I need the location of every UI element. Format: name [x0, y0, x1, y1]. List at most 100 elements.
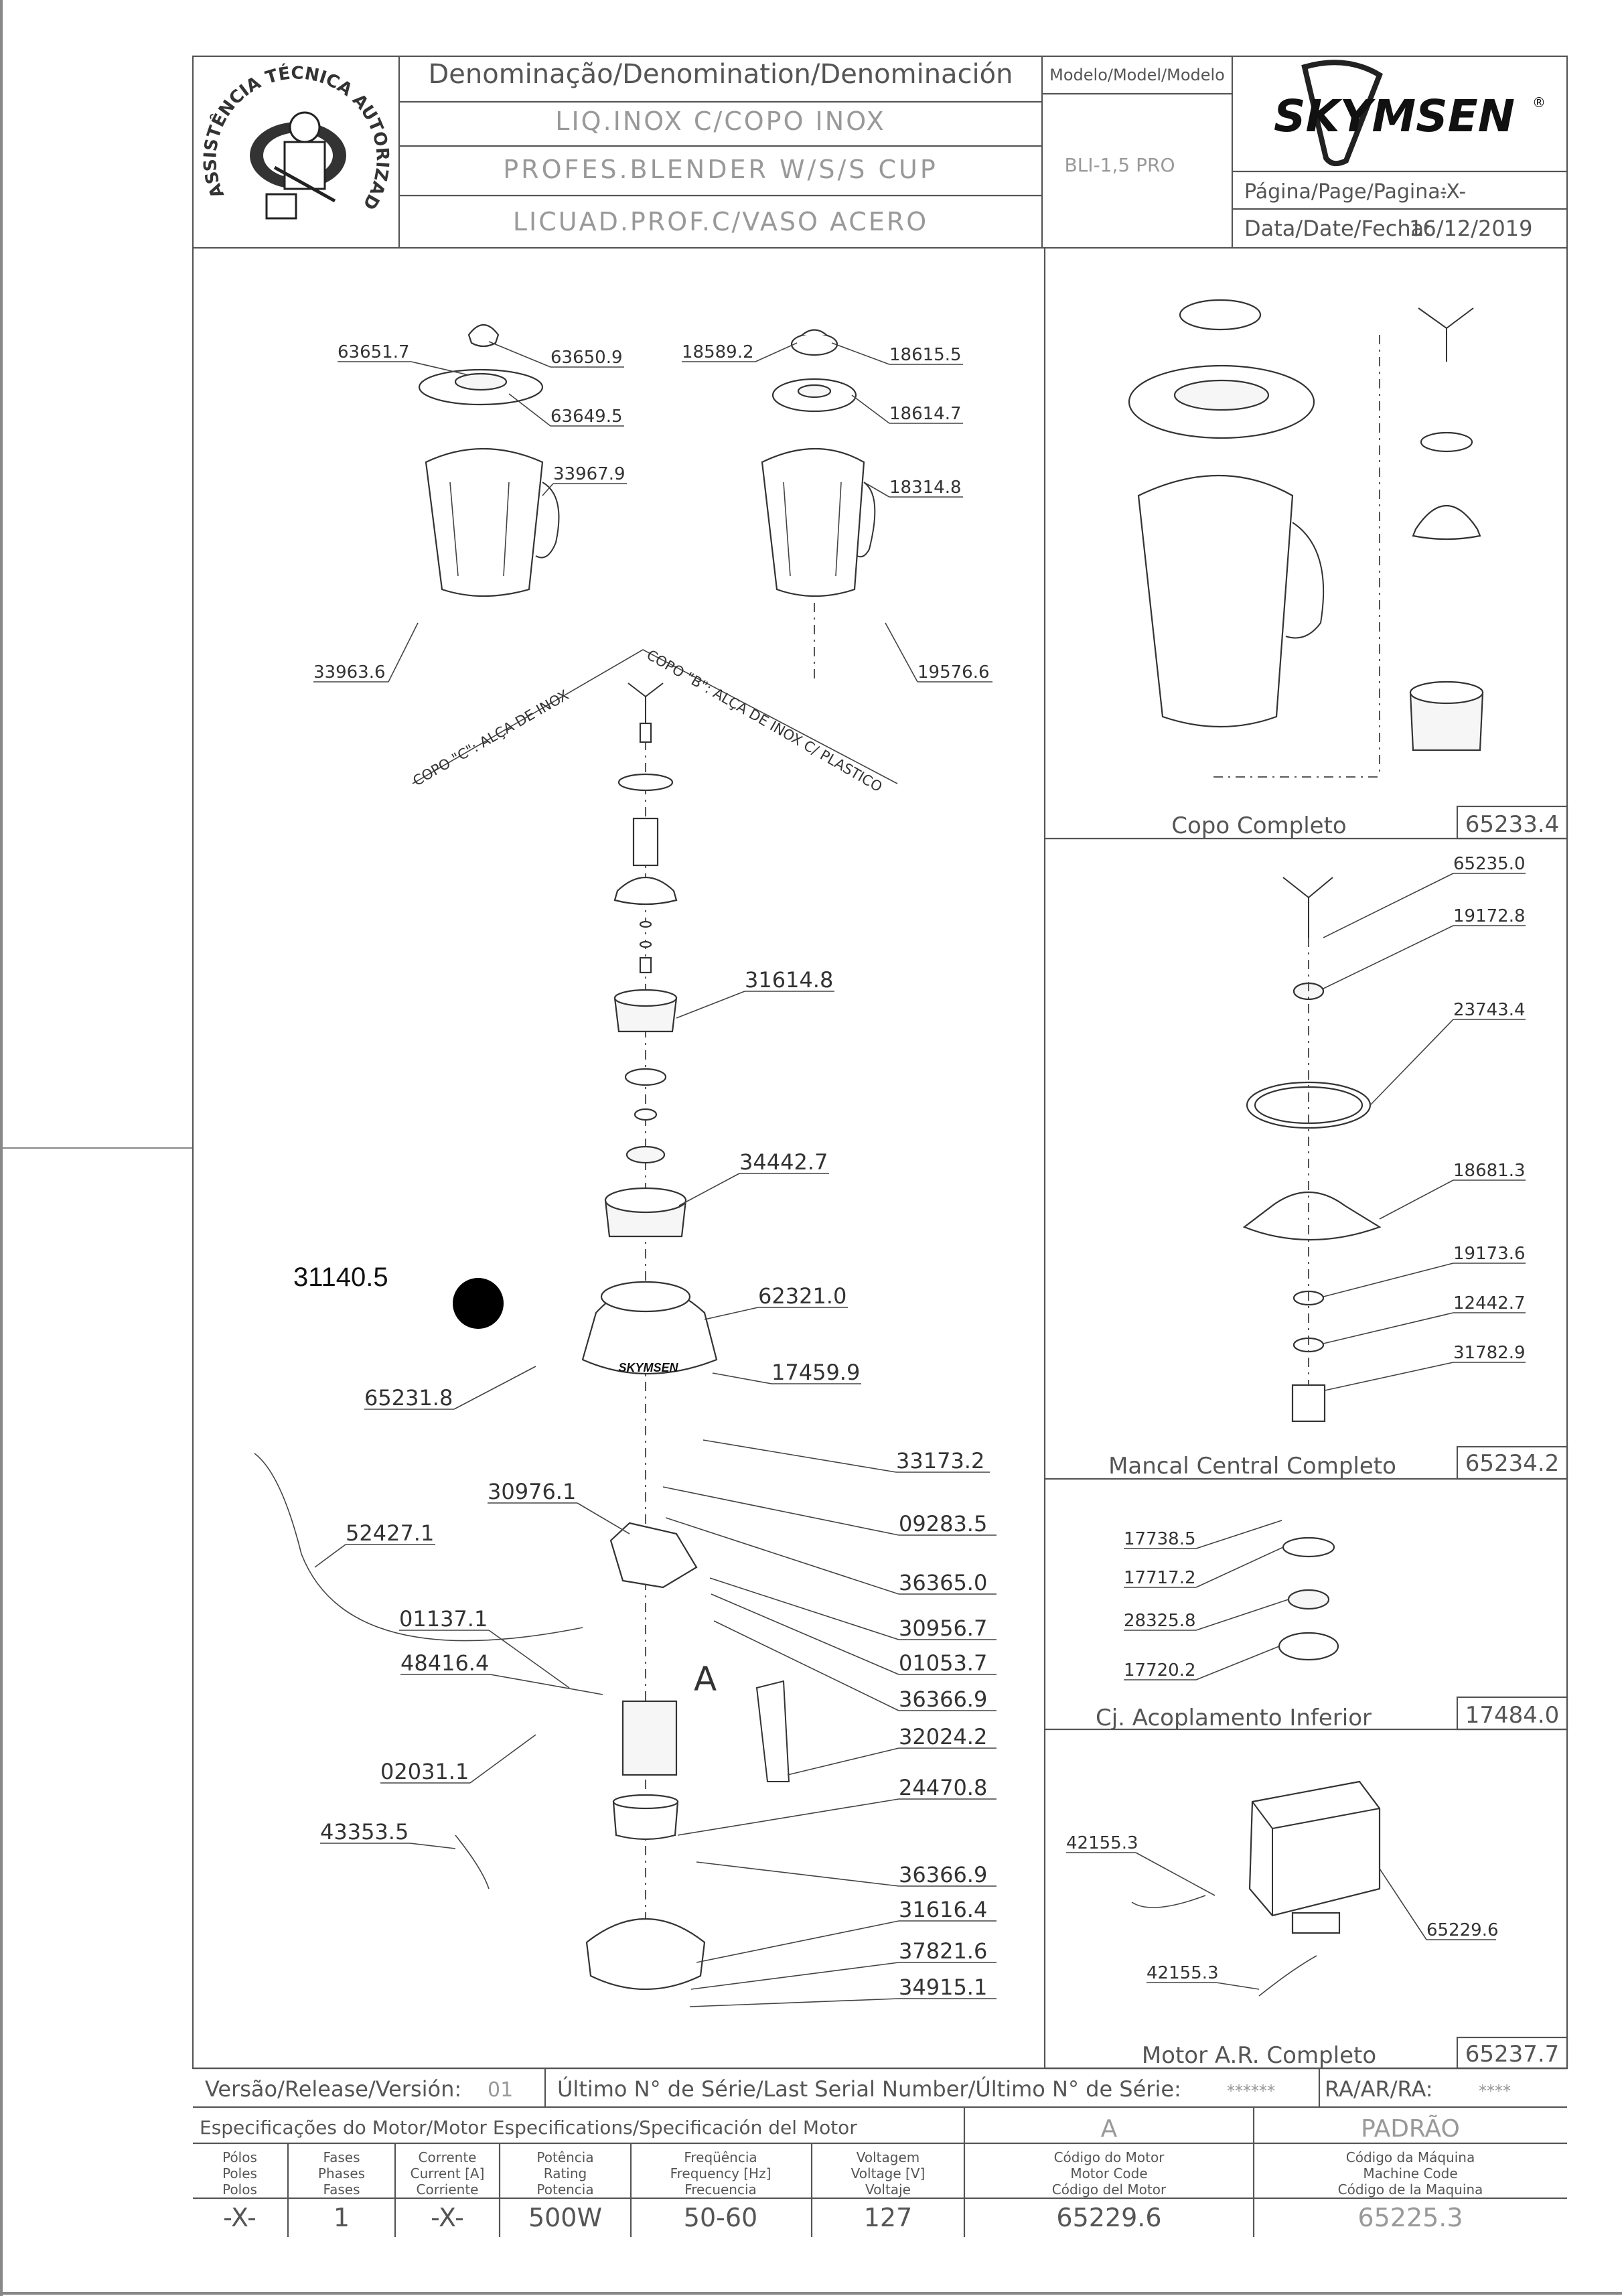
part-number-callout: 43353.5 — [320, 1819, 409, 1845]
svg-text:SKYMSEN: SKYMSEN — [1274, 90, 1515, 142]
spec-header-cell: Código da Máquina — [1346, 2149, 1475, 2165]
authorized-service-logo: ASSISTÊNCIA TÉCNICA AUTORIZADA — [0, 0, 392, 229]
spec-value-cell: 65229.6 — [1056, 2203, 1161, 2232]
acoplamento-title: Cj. Acoplamento Inferior — [1096, 1705, 1372, 1731]
svg-text:SKYMSEN: SKYMSEN — [618, 1361, 678, 1374]
cup-b-assembly — [761, 329, 876, 597]
spec-value-cell: 500W — [528, 2203, 602, 2232]
release-label: Versão/Release/Versión: — [205, 2076, 461, 2102]
spec-header-cell: Frecuencia — [684, 2181, 757, 2198]
part-number-callout: 65235.0 — [1453, 854, 1526, 874]
spec-header-cell: Corrente — [419, 2149, 477, 2165]
motor-drawing — [1131, 1780, 1381, 1997]
part-number-callout: 09283.5 — [899, 1511, 987, 1536]
part-number-callout: 33173.2 — [896, 1448, 984, 1474]
part-number-callout: 42155.3 — [1066, 1833, 1138, 1853]
denomination-en: PROFES.BLENDER W/S/S CUP — [503, 155, 938, 184]
skymsen-brand-logo: SKYMSEN ® — [1274, 60, 1546, 167]
spec-header-cell: Potencia — [536, 2181, 593, 2198]
part-number-callout: 36366.9 — [899, 1862, 987, 1887]
denomination-es: LICUAD.PROF.C/VASO ACERO — [513, 207, 928, 236]
spec-header-cell: Rating — [544, 2165, 587, 2181]
part-number-callout: 34915.1 — [899, 1975, 987, 2000]
spec-header-cell: Poles — [222, 2165, 257, 2181]
part-number-callout: 17717.2 — [1124, 1568, 1196, 1588]
part-number-callout: 17459.9 — [771, 1360, 860, 1385]
part-number-callout: 18615.5 — [889, 345, 962, 365]
motor-spec-title: Especificações do Motor/Motor Especifica… — [200, 2116, 857, 2139]
cup-c-label: COPO "C": ALÇA DE INOX — [411, 687, 572, 789]
copo-completo-drawing — [1128, 299, 1484, 778]
spec-header-cell: Polos — [222, 2181, 257, 2198]
denomination-pt: LIQ.INOX C/COPO INOX — [555, 106, 885, 136]
date-value: 16/12/2019 — [1409, 216, 1532, 241]
model-value: BLI-1,5 PRO — [1065, 154, 1175, 176]
spec-header-cell: Pólos — [222, 2149, 257, 2165]
acoplamento-code: 17484.0 — [1465, 1702, 1560, 1729]
spec-value-cell: 1 — [334, 2203, 350, 2232]
spec-header-cell: Voltaje — [865, 2181, 911, 2198]
acoplamento-drawing — [1278, 1536, 1339, 1661]
part-number-callout: 12442.7 — [1453, 1293, 1526, 1313]
part-number-callout: 18681.3 — [1453, 1161, 1526, 1181]
denomination-title: Denominação/Denomination/Denominación — [428, 59, 1013, 90]
part-number-callout: 19172.8 — [1453, 906, 1526, 926]
model-title: Modelo/Model/Modelo — [1049, 66, 1225, 84]
spec-header-cell: Phases — [318, 2165, 365, 2181]
part-number-callout: 18589.2 — [682, 342, 754, 362]
motor-variant: A — [1101, 2115, 1118, 2143]
part-number-callout: 52427.1 — [346, 1520, 434, 1546]
cup-c-assembly — [418, 324, 560, 597]
part-number-callout: 65231.8 — [364, 1385, 453, 1411]
svg-text:®: ® — [1532, 94, 1546, 111]
page-label: Página/Page/Pagina: — [1244, 180, 1447, 204]
copo-completo-code: 65233.4 — [1465, 811, 1560, 838]
part-number-callout: 19576.6 — [917, 662, 990, 683]
motor-code: 65237.7 — [1465, 2041, 1560, 2068]
ra-label: RA/AR/RA: — [1325, 2076, 1433, 2102]
copo-completo-title: Copo Completo — [1171, 812, 1346, 839]
part-number-callout: 37821.6 — [899, 1938, 987, 1964]
part-number-callout: 34442.7 — [739, 1149, 828, 1175]
part-number-callout: 19173.6 — [1453, 1244, 1526, 1264]
part-number-callout: 65229.6 — [1426, 1920, 1499, 1940]
page-value: -X- — [1440, 180, 1466, 204]
part-number-callout: 31614.8 — [745, 967, 833, 993]
spec-header-cell: Fases — [323, 2181, 360, 2198]
spec-header-cell: Frequency [Hz] — [670, 2165, 771, 2181]
spec-header-cell: Fases — [323, 2149, 360, 2165]
date-label: Data/Date/Fecha: — [1244, 216, 1431, 241]
padrao-label: PADRÃO — [1361, 2114, 1460, 2143]
spec-header-cell: Corriente — [417, 2181, 479, 2198]
part-number-callout: 23743.4 — [1453, 1000, 1526, 1020]
mancal-callouts: 65235.0 19172.8 23743.4 18681.3 19173.6 12442… — [1323, 854, 1526, 1391]
spec-header-cell: Voltage [V] — [851, 2165, 926, 2181]
cup-b-label: COPO "B": ALÇA DE INOX C/ PLASTICO — [644, 647, 885, 796]
part-number-callout: 28325.8 — [1124, 1611, 1196, 1631]
part-number-callout: 17738.5 — [1124, 1529, 1196, 1549]
mancal-title: Mancal Central Completo — [1108, 1453, 1396, 1480]
part-number-callout: 18614.7 — [889, 404, 962, 424]
central-stack: SKYMSEN — [254, 683, 790, 1991]
spec-value-cell: -X- — [431, 2203, 464, 2232]
spec-header-cell: Código de la Maquina — [1338, 2181, 1483, 2198]
part-number-callout: 31616.4 — [899, 1897, 987, 1922]
part-number-callout: 24470.8 — [899, 1775, 987, 1800]
spec-header-cell: Motor Code — [1070, 2165, 1147, 2181]
spec-header-cell: Current [A] — [411, 2165, 485, 2181]
spec-header-cell: Código del Motor — [1052, 2181, 1167, 2198]
part-number-callout: 63649.5 — [550, 407, 623, 427]
motor-title: Motor A.R. Completo — [1142, 2042, 1376, 2069]
mancal-drawing — [1242, 877, 1382, 1423]
loose-part-number: 31140.5 — [293, 1263, 388, 1292]
part-number-callout: 36366.9 — [899, 1687, 987, 1712]
spec-header-cell: Código do Motor — [1054, 2149, 1165, 2165]
mancal-code: 65234.2 — [1465, 1450, 1560, 1477]
spec-header-cell: Machine Code — [1363, 2165, 1457, 2181]
part-number-callout: 18314.8 — [889, 478, 962, 498]
part-number-callout: 63650.9 — [550, 348, 623, 368]
